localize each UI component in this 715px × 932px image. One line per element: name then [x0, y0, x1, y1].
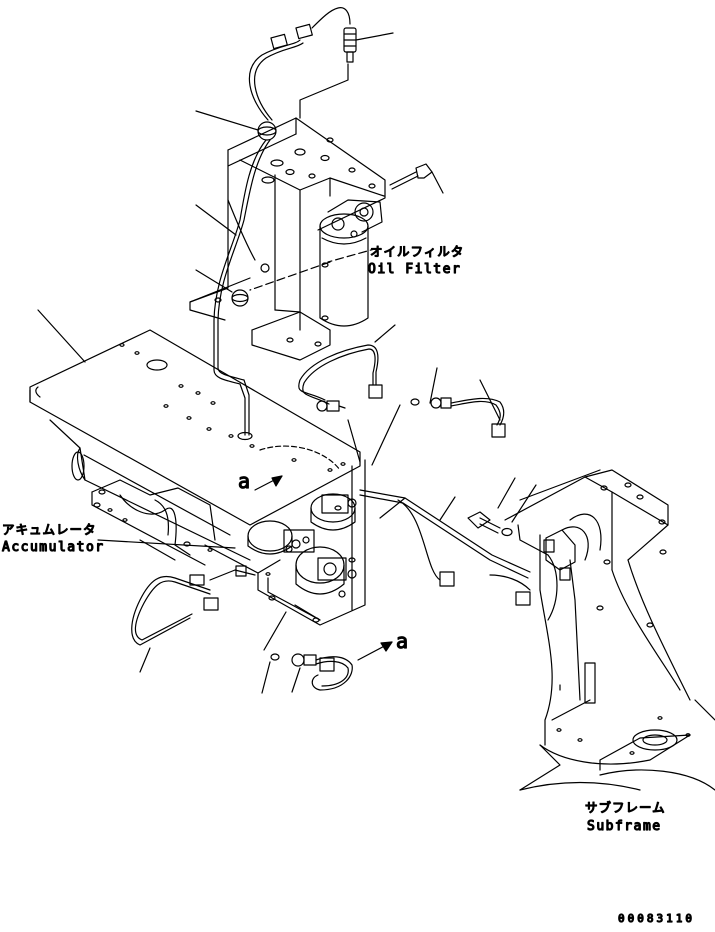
valve-block-right — [295, 546, 357, 598]
connector-left — [203, 597, 219, 611]
connector-top-mid — [295, 23, 313, 40]
oil-filter-bracket — [189, 117, 386, 361]
oil-filter-label-jp: オイルフィルタ — [370, 244, 464, 259]
sensor-right-upper — [371, 397, 506, 466]
oil-filter-label-en: Oil Filter — [368, 262, 461, 277]
sensor-top — [343, 27, 357, 63]
subframe-label-jp: サブフレーム — [585, 800, 666, 815]
harness-upper-right — [298, 344, 383, 463]
sensor-left — [189, 574, 205, 586]
accumulator-label-jp: アキュムレータ — [2, 522, 97, 537]
drawing-number: 00083110 — [618, 912, 695, 925]
lower-frame — [91, 459, 366, 626]
harness-long — [359, 489, 531, 606]
subframe-label-en: Subframe — [587, 819, 662, 834]
leader-line — [355, 32, 394, 41]
sensor-mid — [316, 400, 346, 412]
subframe — [504, 469, 715, 791]
accumulator-plate — [29, 329, 361, 561]
arrow-a-upper — [254, 475, 283, 491]
connector-right-1 — [368, 384, 383, 399]
detail-mark-a-lower: a — [396, 629, 408, 653]
bolt-washer — [467, 477, 537, 537]
oil-filter — [319, 199, 383, 327]
connector-top-left — [270, 33, 288, 50]
leader-lines — [37, 110, 601, 651]
harness-main — [213, 139, 271, 436]
sensor-bottom — [261, 653, 353, 694]
valve-block-left — [247, 520, 315, 555]
harness-left — [131, 565, 256, 673]
accumulator-label-en: Accumulator — [2, 540, 105, 555]
valve-block-mid — [310, 493, 357, 531]
detail-mark-a-upper: a — [238, 469, 250, 493]
bolt-top — [389, 163, 444, 194]
arrow-a-lower — [357, 641, 393, 661]
top-harness — [248, 7, 394, 121]
